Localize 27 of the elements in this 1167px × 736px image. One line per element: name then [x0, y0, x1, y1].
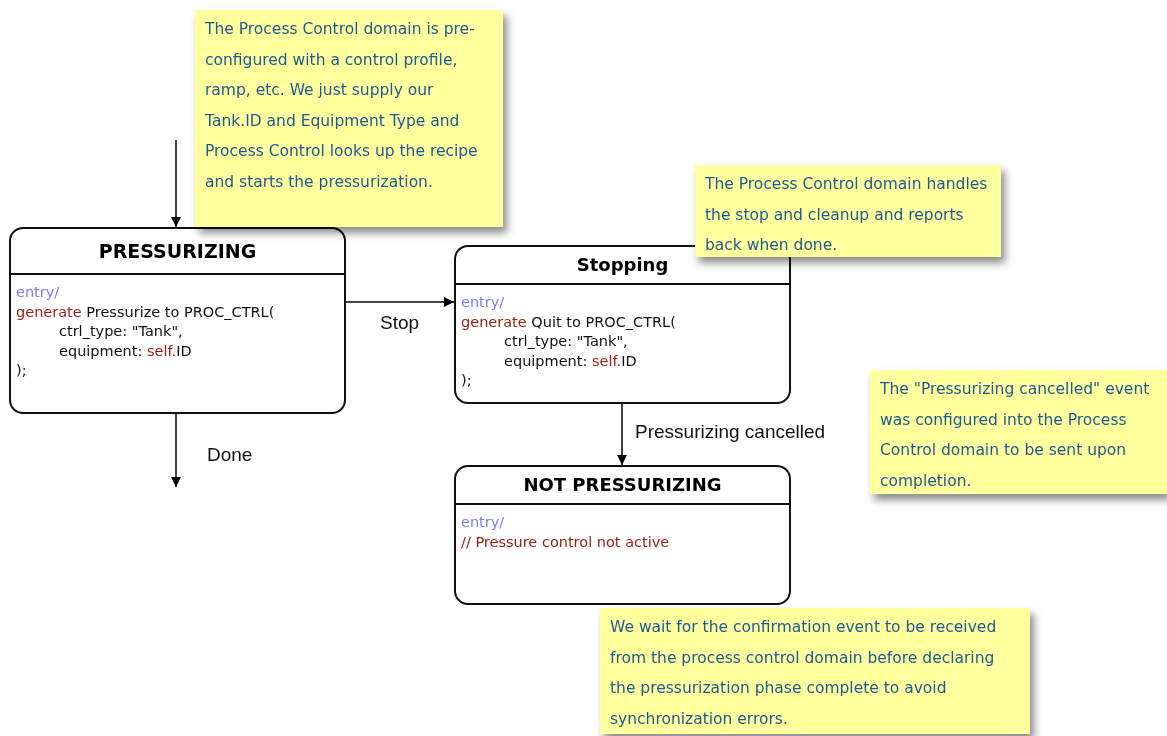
code-line: equipment: self.ID — [58, 341, 193, 361]
transition-arrow — [617, 403, 627, 466]
sticky-note — [695, 165, 1001, 257]
sticky-note — [600, 608, 1030, 734]
code-line: generate Pressurize to PROC_CTRL( — [15, 302, 276, 322]
state-name: PRESSURIZING — [11, 229, 344, 275]
transition-arrow — [171, 139, 181, 228]
entry-action-label: entry/ — [460, 513, 506, 532]
code-line: equipment: self.ID — [503, 351, 638, 371]
note-text: We wait for the confirmation event to be received from the process control domain before declaring the pressurization phase complete to avoid synchronization errors. — [610, 617, 998, 730]
entry-action-label: entry/ — [460, 293, 506, 312]
note-text: The "Pressurizing cancelled" event was configured into the Process Control domain to be sent upon completion. — [880, 379, 1151, 492]
code-line: generate Quit to PROC_CTRL( — [460, 312, 677, 332]
code-line: ); — [15, 361, 28, 380]
state-box — [454, 465, 791, 605]
transition-arrow — [345, 297, 455, 307]
sticky-note — [195, 10, 503, 227]
entry-action-label: entry/ — [15, 283, 61, 302]
state-name: NOT PRESSURIZING — [456, 467, 789, 505]
note-text: The Process Control domain is pre-configured with a control profile, ramp, etc. We just supply our Tank.ID and Equipment Type and Process Control looks up the recipe and starts the pressurization. — [205, 19, 479, 193]
transition-arrow — [171, 413, 181, 488]
code-line: ctrl_type: "Tank", — [503, 332, 629, 351]
sticky-note — [870, 370, 1167, 494]
code-line: // Pressure control not active — [460, 532, 671, 552]
code-line: ctrl_type: "Tank", — [58, 322, 184, 341]
code-line: ); — [460, 371, 473, 390]
state-box — [9, 227, 346, 414]
